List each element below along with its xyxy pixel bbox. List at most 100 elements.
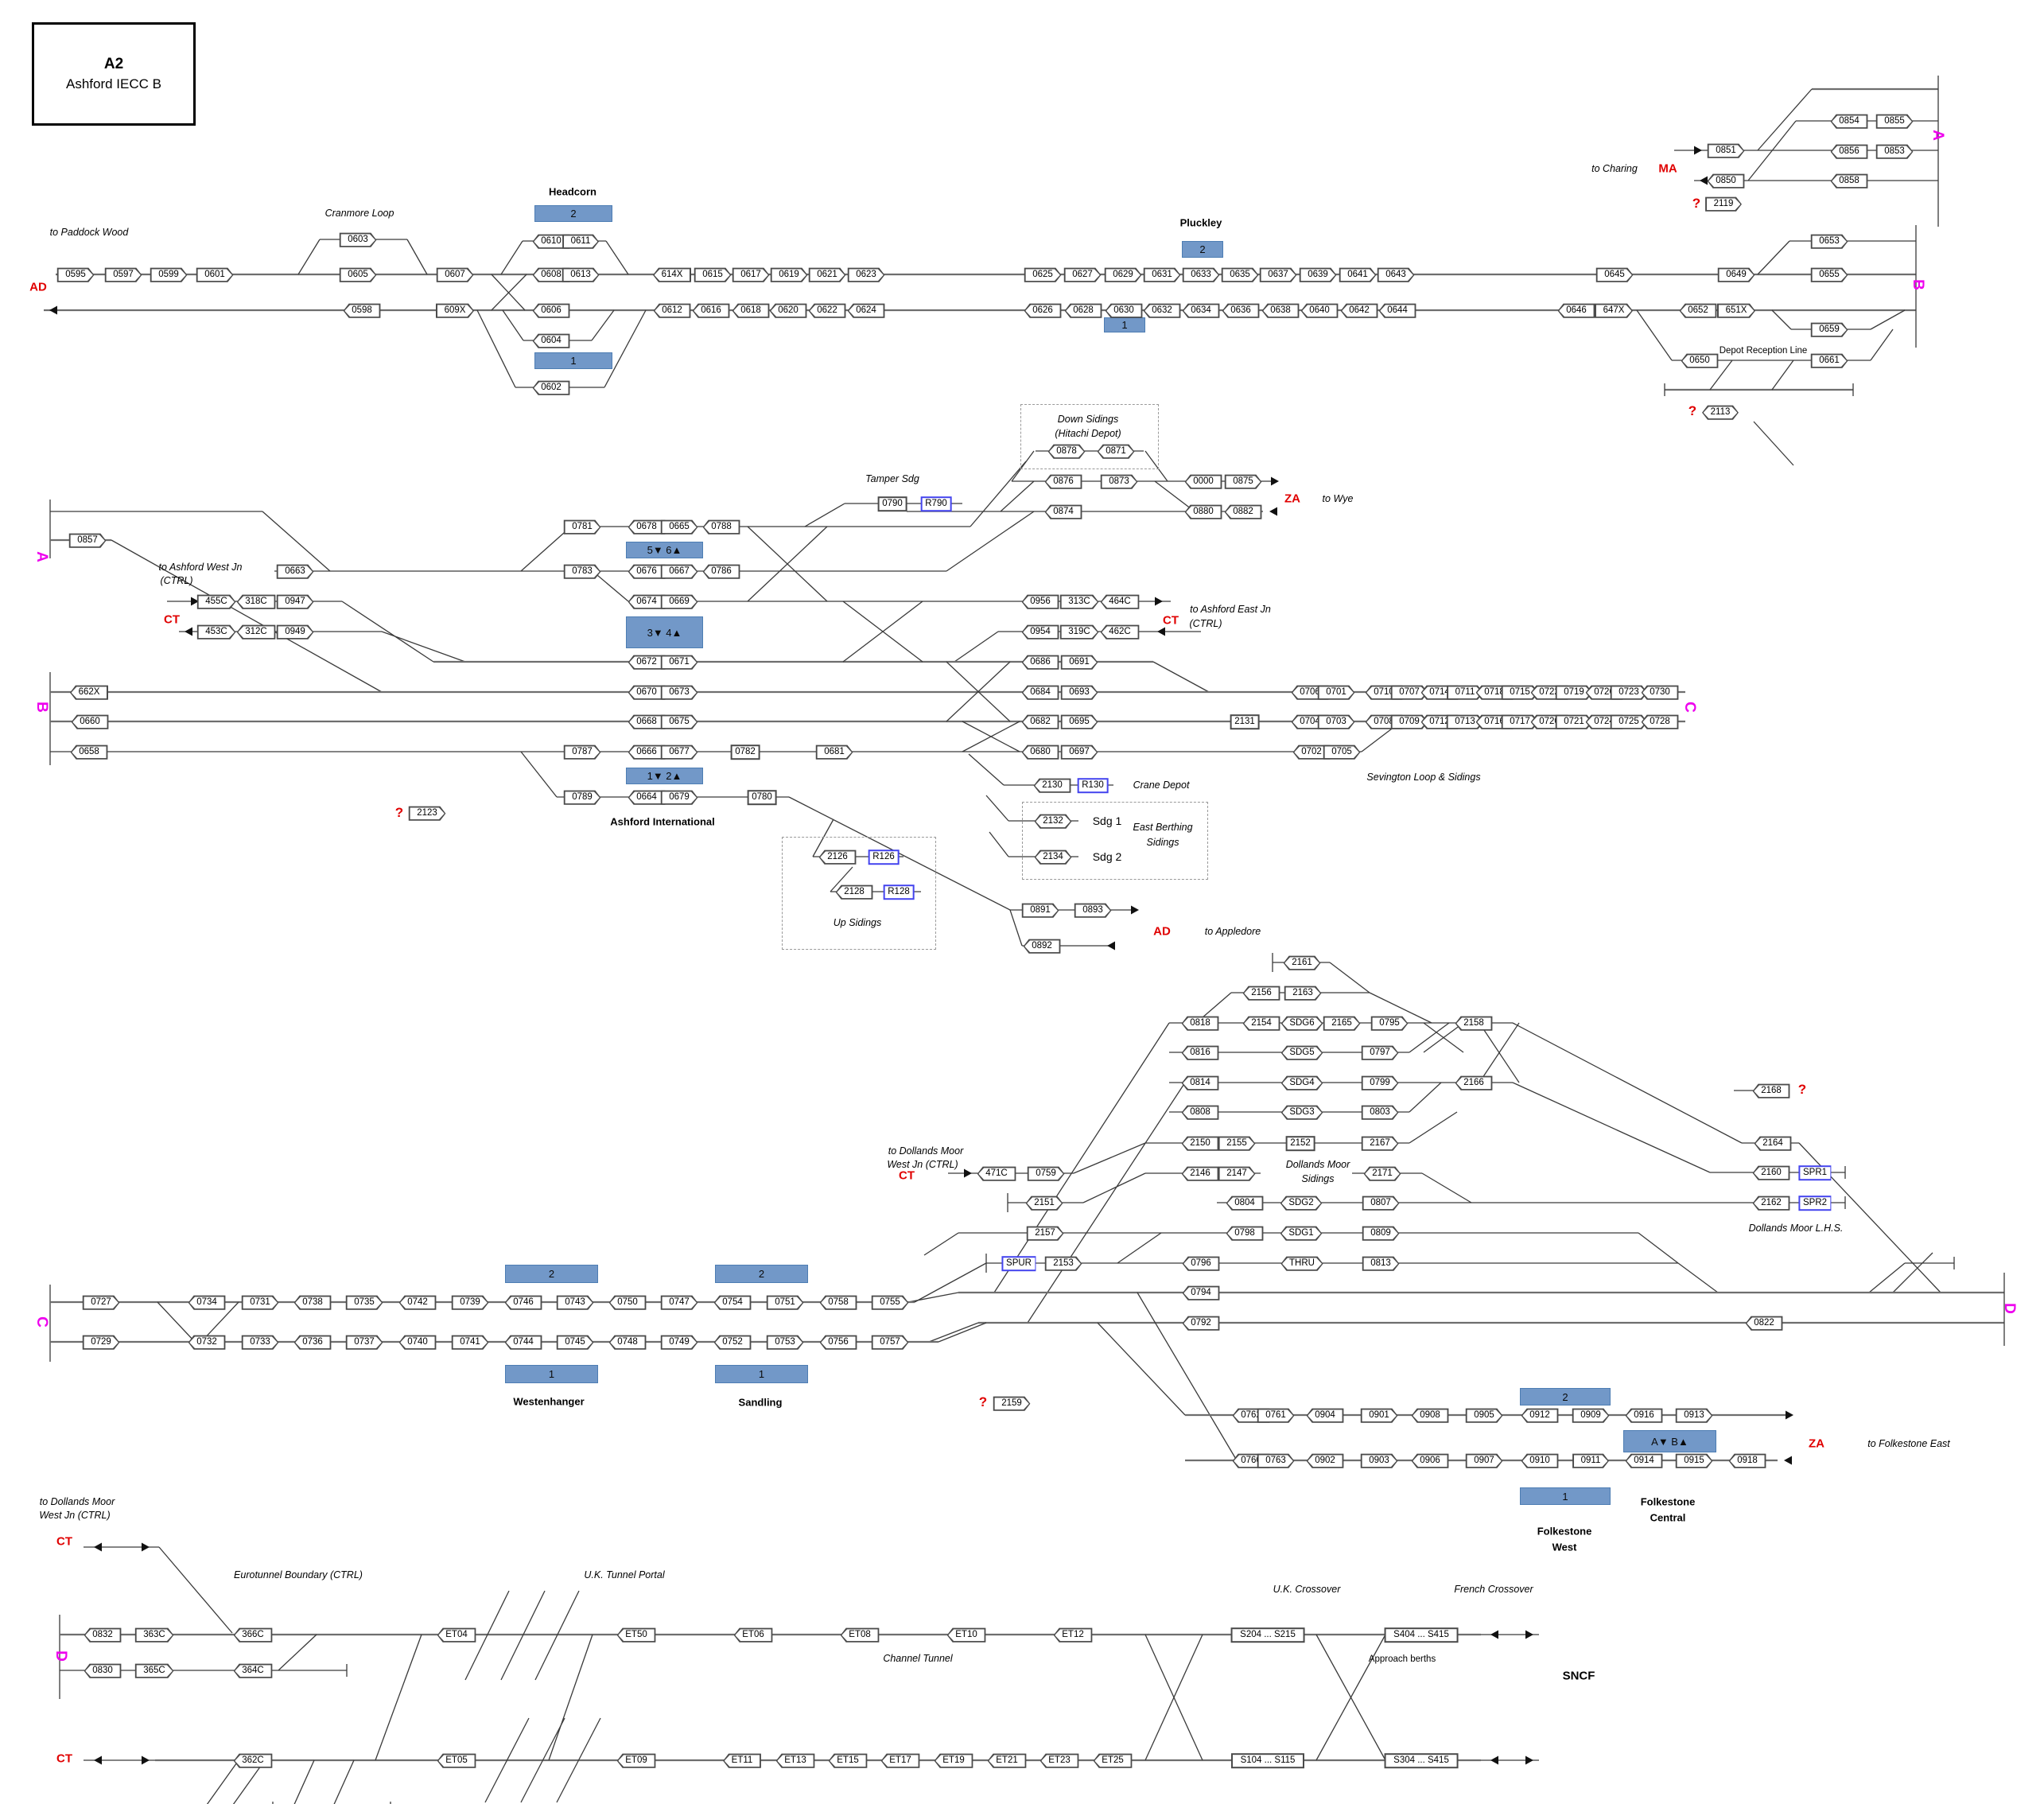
signal-berth-2131[interactable]: 2131 — [1230, 713, 1260, 729]
signal-berth-2130[interactable]: 2130 — [1033, 777, 1071, 793]
signal-berth-SDG6[interactable]: SDG6 — [1281, 1015, 1323, 1031]
signal-berth-0904[interactable]: 0904 — [1306, 1407, 1344, 1423]
signal-berth-0804[interactable]: 0804 — [1226, 1195, 1264, 1211]
signal-berth-0744[interactable]: 0744 — [504, 1334, 542, 1350]
signal-berth-0599[interactable]: 0599 — [150, 266, 188, 282]
signal-berth-0792[interactable]: 0792 — [1182, 1315, 1220, 1331]
signal-berth-312C[interactable]: 312C — [236, 624, 276, 640]
signal-berth-0892[interactable]: 0892 — [1023, 938, 1061, 954]
signal-berth-0679[interactable]: 0679 — [661, 789, 698, 805]
signal-berth-ET06[interactable]: ET06 — [733, 1627, 773, 1643]
signal-berth-0739[interactable]: 0739 — [452, 1294, 489, 1310]
signal-berth-2155[interactable]: 2155 — [1218, 1135, 1256, 1151]
signal-berth-0786[interactable]: 0786 — [702, 563, 740, 579]
signal-berth-0695[interactable]: 0695 — [1061, 713, 1098, 729]
signal-berth-0625[interactable]: 0625 — [1024, 266, 1062, 282]
signal-berth-2160[interactable]: 2160 — [1752, 1164, 1790, 1180]
signal-berth-0798[interactable]: 0798 — [1226, 1225, 1264, 1241]
signal-berth-0705[interactable]: 0705 — [1323, 744, 1361, 760]
signal-berth-0645[interactable]: 0645 — [1596, 266, 1634, 282]
signal-berth-0818[interactable]: 0818 — [1181, 1015, 1219, 1031]
signal-berth-0876[interactable]: 0876 — [1044, 473, 1082, 489]
signal-berth-0620[interactable]: 0620 — [769, 302, 807, 318]
signal-berth-0734[interactable]: 0734 — [188, 1294, 226, 1310]
signal-berth-0913[interactable]: 0913 — [1676, 1407, 1713, 1423]
signal-berth-ET15[interactable]: ET15 — [828, 1752, 868, 1768]
signal-berth-0707[interactable]: 0707 — [1391, 684, 1428, 700]
signal-berth-0729[interactable]: 0729 — [83, 1334, 120, 1350]
signal-berth-0909[interactable]: 0909 — [1572, 1407, 1610, 1423]
signal-berth-0624[interactable]: 0624 — [847, 302, 885, 318]
signal-berth-SDG3[interactable]: SDG3 — [1281, 1104, 1323, 1120]
signal-berth-362C[interactable]: 362C — [233, 1752, 273, 1768]
signal-berth-0759[interactable]: 0759 — [1028, 1165, 1065, 1181]
signal-berth-0956[interactable]: 0956 — [1021, 593, 1059, 609]
signal-berth-0874[interactable]: 0874 — [1044, 503, 1082, 519]
signal-berth-S304S415[interactable]: S304 ... S415 — [1384, 1752, 1459, 1768]
signal-berth-SPR1[interactable]: SPR1 — [1798, 1164, 1832, 1180]
signal-berth-0641[interactable]: 0641 — [1339, 266, 1377, 282]
signal-berth-0613[interactable]: 0613 — [562, 266, 600, 282]
signal-berth-0725[interactable]: 0725 — [1611, 713, 1648, 729]
signal-berth-0693[interactable]: 0693 — [1061, 684, 1098, 700]
signal-berth-ET19[interactable]: ET19 — [934, 1752, 973, 1768]
signal-berth-0749[interactable]: 0749 — [661, 1334, 698, 1350]
signal-berth-2166[interactable]: 2166 — [1455, 1075, 1493, 1091]
signal-berth-0902[interactable]: 0902 — [1306, 1452, 1344, 1468]
signal-berth-0621[interactable]: 0621 — [809, 266, 846, 282]
signal-berth-0643[interactable]: 0643 — [1378, 266, 1415, 282]
signal-berth-ET23[interactable]: ET23 — [1039, 1752, 1079, 1768]
signal-berth-0813[interactable]: 0813 — [1362, 1255, 1400, 1271]
signal-berth-0796[interactable]: 0796 — [1182, 1255, 1220, 1271]
signal-berth-0680[interactable]: 0680 — [1021, 744, 1059, 760]
signal-berth-455C[interactable]: 455C — [197, 593, 236, 609]
signal-berth-ET17[interactable]: ET17 — [880, 1752, 920, 1768]
signal-berth-2151[interactable]: 2151 — [1026, 1195, 1063, 1211]
signal-berth-0891[interactable]: 0891 — [1022, 902, 1059, 918]
signal-berth-2156[interactable]: 2156 — [1242, 985, 1280, 1001]
signal-berth-0781[interactable]: 0781 — [564, 519, 601, 535]
signal-berth-0719[interactable]: 0719 — [1556, 684, 1593, 700]
signal-berth-0727[interactable]: 0727 — [83, 1294, 120, 1310]
signal-berth-0635[interactable]: 0635 — [1222, 266, 1259, 282]
signal-berth-313C[interactable]: 313C — [1060, 593, 1099, 609]
signal-berth-0906[interactable]: 0906 — [1411, 1452, 1449, 1468]
signal-berth-0664[interactable]: 0664 — [628, 789, 666, 805]
signal-berth-0673[interactable]: 0673 — [661, 684, 698, 700]
signal-berth-2171[interactable]: 2171 — [1364, 1165, 1401, 1181]
signal-berth-2167[interactable]: 2167 — [1362, 1135, 1399, 1151]
signal-berth-0901[interactable]: 0901 — [1361, 1407, 1398, 1423]
signal-berth-2159[interactable]: 2159 — [993, 1395, 1031, 1411]
signal-berth-0672[interactable]: 0672 — [628, 654, 666, 670]
signal-berth-0858[interactable]: 0858 — [1830, 173, 1868, 189]
signal-berth-0856[interactable]: 0856 — [1830, 143, 1868, 159]
signal-berth-0658[interactable]: 0658 — [70, 744, 108, 760]
signal-berth-ET50[interactable]: ET50 — [616, 1627, 656, 1643]
signal-berth-ET09[interactable]: ET09 — [616, 1752, 656, 1768]
signal-berth-0655[interactable]: 0655 — [1811, 266, 1848, 282]
signal-berth-R128[interactable]: R128 — [883, 884, 915, 900]
signal-berth-0638[interactable]: 0638 — [1261, 302, 1300, 318]
signal-berth-2146[interactable]: 2146 — [1181, 1165, 1219, 1181]
signal-berth-0595[interactable]: 0595 — [57, 266, 95, 282]
signal-berth-0668[interactable]: 0668 — [628, 713, 666, 729]
signal-berth-0911[interactable]: 0911 — [1572, 1452, 1609, 1468]
signal-berth-2147[interactable]: 2147 — [1218, 1165, 1256, 1181]
signal-berth-0659[interactable]: 0659 — [1811, 321, 1848, 337]
signal-berth-0669[interactable]: 0669 — [661, 593, 698, 609]
signal-berth-0780[interactable]: 0780 — [747, 789, 777, 805]
signal-berth-0701[interactable]: 0701 — [1318, 684, 1355, 700]
signal-berth-0733[interactable]: 0733 — [242, 1334, 279, 1350]
signal-berth-0912[interactable]: 0912 — [1521, 1407, 1559, 1423]
signal-berth-0681[interactable]: 0681 — [816, 744, 853, 760]
signal-berth-0677[interactable]: 0677 — [661, 744, 698, 760]
signal-berth-609X[interactable]: 609X — [436, 302, 474, 318]
signal-berth-0730[interactable]: 0730 — [1641, 684, 1679, 700]
signal-berth-0622[interactable]: 0622 — [808, 302, 846, 318]
signal-berth-R126[interactable]: R126 — [868, 849, 900, 865]
signal-berth-ET10[interactable]: ET10 — [946, 1627, 986, 1643]
signal-berth-0871[interactable]: 0871 — [1098, 443, 1135, 459]
signal-berth-2164[interactable]: 2164 — [1754, 1135, 1792, 1151]
signal-berth-2150[interactable]: 2150 — [1181, 1135, 1219, 1151]
signal-berth-0735[interactable]: 0735 — [346, 1294, 383, 1310]
